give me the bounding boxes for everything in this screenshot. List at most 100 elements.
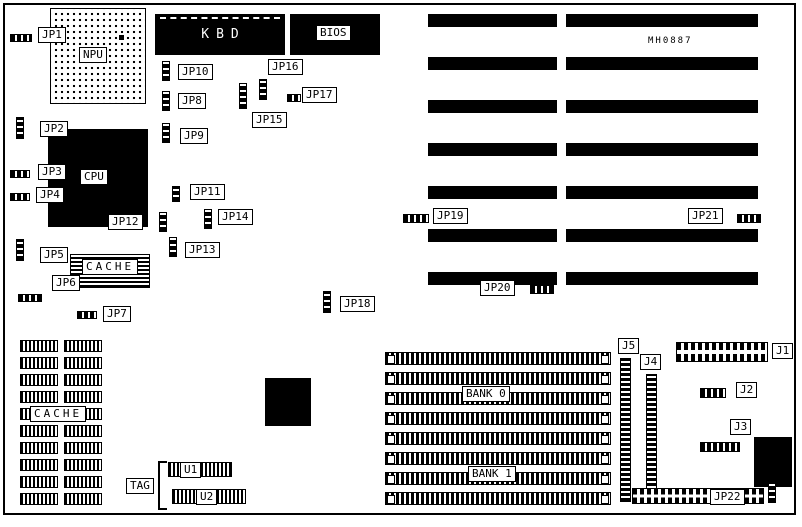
sram-chip	[64, 340, 102, 352]
board-frame	[3, 3, 796, 515]
simm-socket	[385, 352, 611, 365]
jp13-jumper-pins	[169, 237, 177, 257]
jp1-label: JP1	[38, 27, 66, 43]
expansion-slot	[566, 14, 758, 27]
sram-chip	[64, 425, 102, 437]
cpu-label: CPU	[80, 169, 108, 185]
sram-chip	[20, 459, 58, 471]
jp5-jumper-pins	[16, 239, 24, 261]
sram-chip	[20, 391, 58, 403]
jp9-jumper-pins	[162, 123, 170, 143]
j5-label: J5	[618, 338, 640, 354]
jp21-label: JP21	[688, 208, 723, 224]
sram-chip	[20, 374, 58, 386]
j2-connector	[700, 388, 726, 398]
sram-chip	[20, 476, 58, 488]
jp11-label: JP11	[190, 184, 225, 200]
jp19-jumper-pins	[403, 214, 429, 223]
kbd-controller-chip: KBD	[155, 14, 285, 55]
j2-label: J2	[736, 382, 758, 398]
npu-socket	[50, 8, 146, 104]
jp7-label: JP7	[103, 306, 131, 322]
j3-label: J3	[730, 419, 752, 435]
jp10-label: JP10	[178, 64, 213, 80]
jp2-label: JP2	[40, 121, 68, 137]
simm-socket	[385, 412, 611, 425]
u2-label: U2	[196, 489, 218, 505]
expansion-slot	[566, 272, 758, 285]
simm-socket	[385, 492, 611, 505]
jp19-label: JP19	[433, 208, 468, 224]
jp4-label: JP4	[36, 187, 64, 203]
jp3-jumper-pins	[10, 170, 30, 178]
pin1-marker	[119, 35, 124, 40]
io-chip	[754, 437, 792, 487]
sram-chip	[20, 357, 58, 369]
j1-label: J1	[772, 343, 794, 359]
sram-chip	[64, 476, 102, 488]
expansion-slot	[566, 229, 758, 242]
jp15-jumper-pins	[239, 83, 247, 109]
sram-chip	[64, 493, 102, 505]
sram-chip	[20, 425, 58, 437]
jp16-jumper-pins	[259, 79, 267, 100]
jp21-jumper-pins	[737, 214, 761, 223]
expansion-slot	[428, 14, 557, 27]
jp3-label: JP3	[38, 164, 66, 180]
kbd-notch-line	[160, 17, 280, 19]
jp13-label: JP13	[185, 242, 220, 258]
tag-bracket	[158, 461, 167, 510]
sram-chip	[20, 493, 58, 505]
j4-label: J4	[640, 354, 662, 370]
jp17-label: JP17	[302, 87, 337, 103]
tag-label: TAG	[126, 478, 154, 494]
simm-socket	[385, 452, 611, 465]
expansion-slot	[428, 272, 557, 285]
jp17-jumper-pins	[287, 94, 301, 102]
cache-lower-label: CACHE	[30, 406, 87, 422]
jp12-jumper-pins	[159, 212, 167, 232]
jp14-label: JP14	[218, 209, 253, 225]
jp7-jumper-pins	[77, 311, 97, 319]
jp20-jumper-pins	[530, 285, 554, 294]
jp8-label: JP8	[178, 93, 206, 109]
bank0-label: BANK 0	[462, 386, 510, 402]
simm-socket	[385, 372, 611, 385]
jp22-label: JP22	[710, 489, 745, 505]
kbd-label: KBD	[201, 27, 246, 42]
jp9-label: JP9	[180, 128, 208, 144]
asic-chip	[265, 378, 311, 426]
expansion-slot	[428, 143, 557, 156]
expansion-slot	[566, 186, 758, 199]
jp11-jumper-pins	[172, 186, 180, 202]
expansion-slot	[566, 143, 758, 156]
jp1-jumper-pins	[10, 34, 32, 42]
j3-connector	[700, 442, 740, 452]
jp5-label: JP5	[40, 247, 68, 263]
sram-chip	[64, 357, 102, 369]
expansion-slot-column-left	[428, 14, 557, 285]
sram-chip	[64, 459, 102, 471]
u1-label: U1	[180, 462, 202, 478]
jp12-label: JP12	[108, 214, 143, 230]
jp6-jumper-pins	[18, 294, 42, 302]
jp14-jumper-pins	[204, 209, 212, 229]
jp6-label: JP6	[52, 275, 80, 291]
expansion-slot-column-right	[566, 14, 758, 285]
jp18-jumper-pins	[323, 291, 331, 313]
jp18-label: JP18	[340, 296, 375, 312]
simm-socket	[385, 432, 611, 445]
sram-chip	[64, 374, 102, 386]
cache-upper-label: CACHE	[82, 259, 139, 275]
expansion-slot	[428, 100, 557, 113]
jp16-label: JP16	[268, 59, 303, 75]
sram-chip	[20, 442, 58, 454]
j5-connector	[620, 358, 631, 502]
simm-socket-column	[385, 352, 611, 505]
expansion-slot	[428, 229, 557, 242]
npu-label: NPU	[79, 47, 107, 63]
sram-chip	[64, 442, 102, 454]
jp2-jumper-pins	[16, 117, 24, 139]
part-number: MH0887	[648, 36, 693, 46]
